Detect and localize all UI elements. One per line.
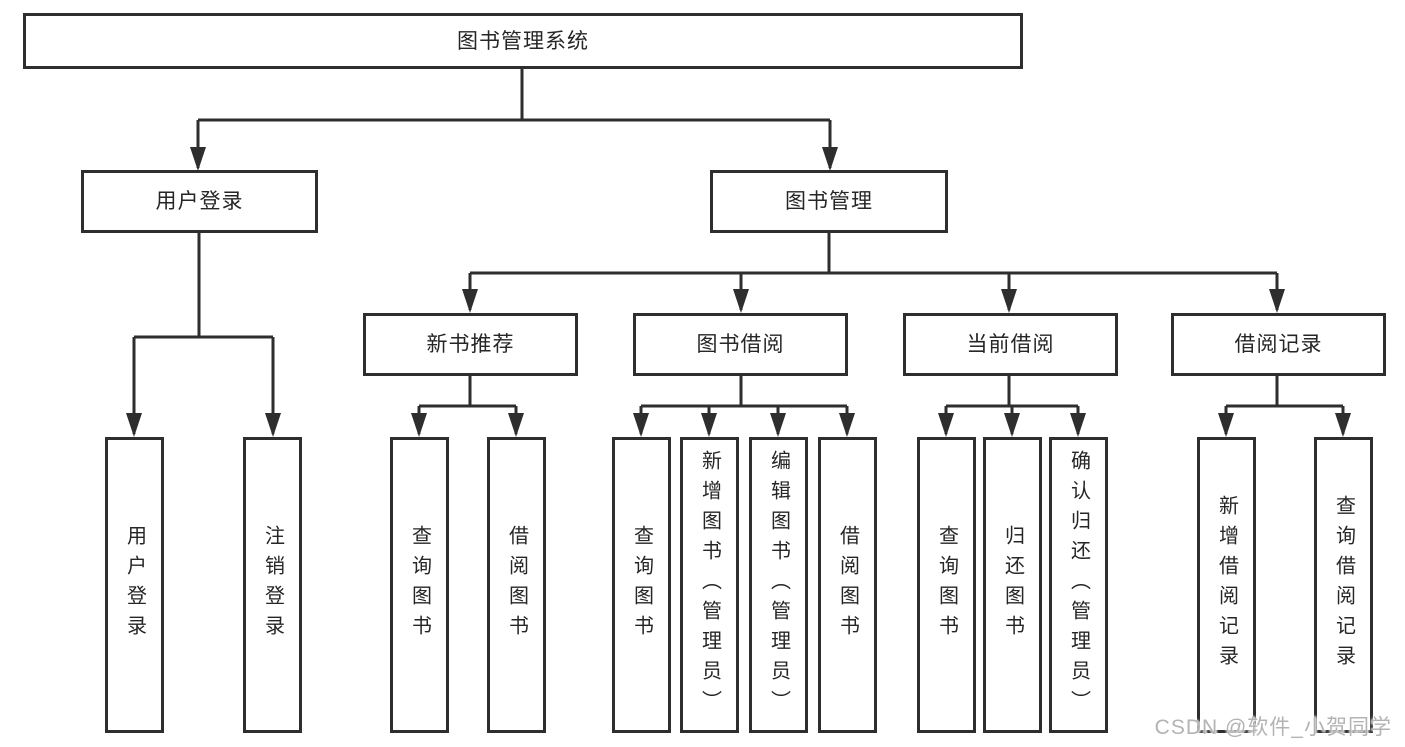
leaf-confirm-return-admin: 确认归还（管理员） <box>1049 437 1108 733</box>
node-library-management-system: 图书管理系统 <box>23 13 1023 69</box>
leaf-query-books-recommend: 查询图书 <box>390 437 449 733</box>
leaf-borrow-books-recommend: 借阅图书 <box>487 437 546 733</box>
leaf-query-books-current: 查询图书 <box>917 437 976 733</box>
connector-lines <box>132 69 1345 434</box>
node-new-book-recommendation: 新书推荐 <box>363 313 578 376</box>
leaf-borrow-books-borrowing: 借阅图书 <box>818 437 877 733</box>
node-borrowing-records: 借阅记录 <box>1171 313 1386 376</box>
node-current-borrowing: 当前借阅 <box>903 313 1118 376</box>
leaf-query-books-borrowing: 查询图书 <box>612 437 671 733</box>
arrow-heads <box>126 147 1351 437</box>
leaf-edit-books-admin: 编辑图书（管理员） <box>749 437 808 733</box>
leaf-user-login: 用户登录 <box>105 437 164 733</box>
node-book-management: 图书管理 <box>710 170 948 233</box>
watermark: CSDN @软件_小贺同学 <box>1154 716 1392 739</box>
leaf-add-borrow-record: 新增借阅记录 <box>1197 437 1256 733</box>
leaf-return-books: 归还图书 <box>983 437 1042 733</box>
leaf-logout: 注销登录 <box>243 437 302 733</box>
leaf-query-borrow-record: 查询借阅记录 <box>1314 437 1373 733</box>
node-user-login: 用户登录 <box>81 170 318 233</box>
node-book-borrowing: 图书借阅 <box>633 313 848 376</box>
leaf-add-books-admin: 新增图书（管理员） <box>680 437 739 733</box>
